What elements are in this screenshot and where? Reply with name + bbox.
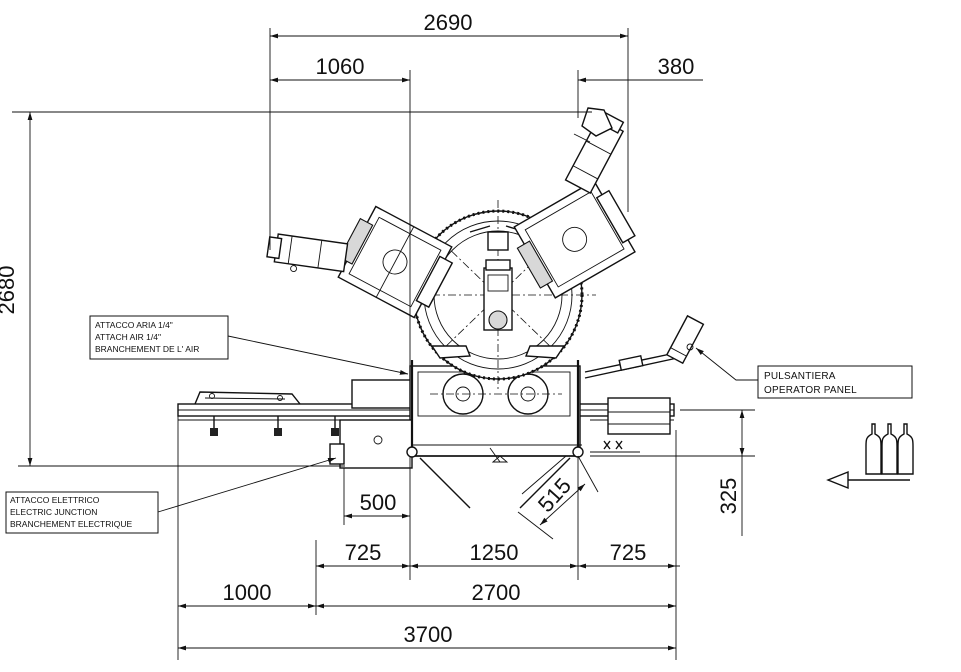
dim-row1-right: 725 — [610, 540, 647, 565]
machine-drawing — [177, 107, 705, 509]
air-callout-line-2: ATTACH AIR 1/4" — [95, 332, 161, 342]
electric-callout-line-3: BRANCHEMENT ELECTRIQUE — [10, 519, 132, 529]
panel-callout: PULSANTIERA OPERATOR PANEL — [695, 347, 913, 399]
air-callout: ATTACCO ARIA 1/4" ATTACH AIR 1/4" BRANCH… — [89, 315, 409, 375]
dim-top-right: 380 — [658, 54, 695, 79]
arrow-left-icon — [826, 470, 910, 490]
operator-panel-arm — [584, 314, 705, 379]
dim-row2-right: 2700 — [472, 580, 521, 605]
dimension-labels: 2690 1060 380 2680 500 515 325 725 1250 … — [0, 10, 741, 647]
left-head — [266, 205, 454, 319]
dim-right-height: 325 — [716, 478, 741, 515]
panel-callout-line-2: OPERATOR PANEL — [764, 385, 857, 396]
panel-callout-line-1: PULSANTIERA — [764, 371, 836, 382]
dim-row2-left: 1000 — [223, 580, 272, 605]
electric-callout-line-2: ELECTRIC JUNCTION — [10, 507, 97, 517]
electric-callout: ATTACCO ELETTRICO ELECTRIC JUNCTION BRAN… — [5, 457, 337, 534]
right-head — [513, 107, 636, 299]
dim-row1-center: 1250 — [470, 540, 519, 565]
dim-top-total: 2690 — [424, 10, 473, 35]
bottles-icon — [865, 423, 914, 475]
dim-top-left: 1060 — [316, 54, 365, 79]
air-callout-line-3: BRANCHEMENT DE L' AIR — [95, 344, 199, 354]
dim-bottom-total: 3700 — [404, 622, 453, 647]
electric-callout-line-1: ATTACCO ELETTRICO — [10, 495, 100, 505]
dimension-lines — [12, 28, 755, 660]
dim-left-height: 2680 — [0, 266, 19, 315]
dim-row1-left: 725 — [345, 540, 382, 565]
dim-connector-width: 500 — [360, 490, 397, 515]
base-frame — [329, 360, 584, 509]
air-callout-line-1: ATTACCO ARIA 1/4" — [95, 320, 173, 330]
